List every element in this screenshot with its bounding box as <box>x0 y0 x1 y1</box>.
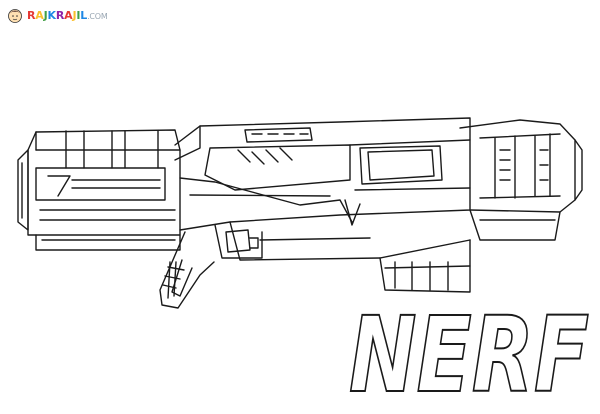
nerf-wordmark-text: NERF <box>349 294 589 401</box>
site-logo-text: RAJKRAJIL.COM <box>27 9 108 22</box>
nerf-wordmark: NERF <box>348 293 590 401</box>
site-logo-name: RAJKRAJIL <box>27 8 88 22</box>
site-logo-domain: .COM <box>87 11 108 21</box>
site-logo[interactable]: RAJKRAJIL.COM <box>6 6 108 24</box>
child-face-icon <box>8 9 22 23</box>
